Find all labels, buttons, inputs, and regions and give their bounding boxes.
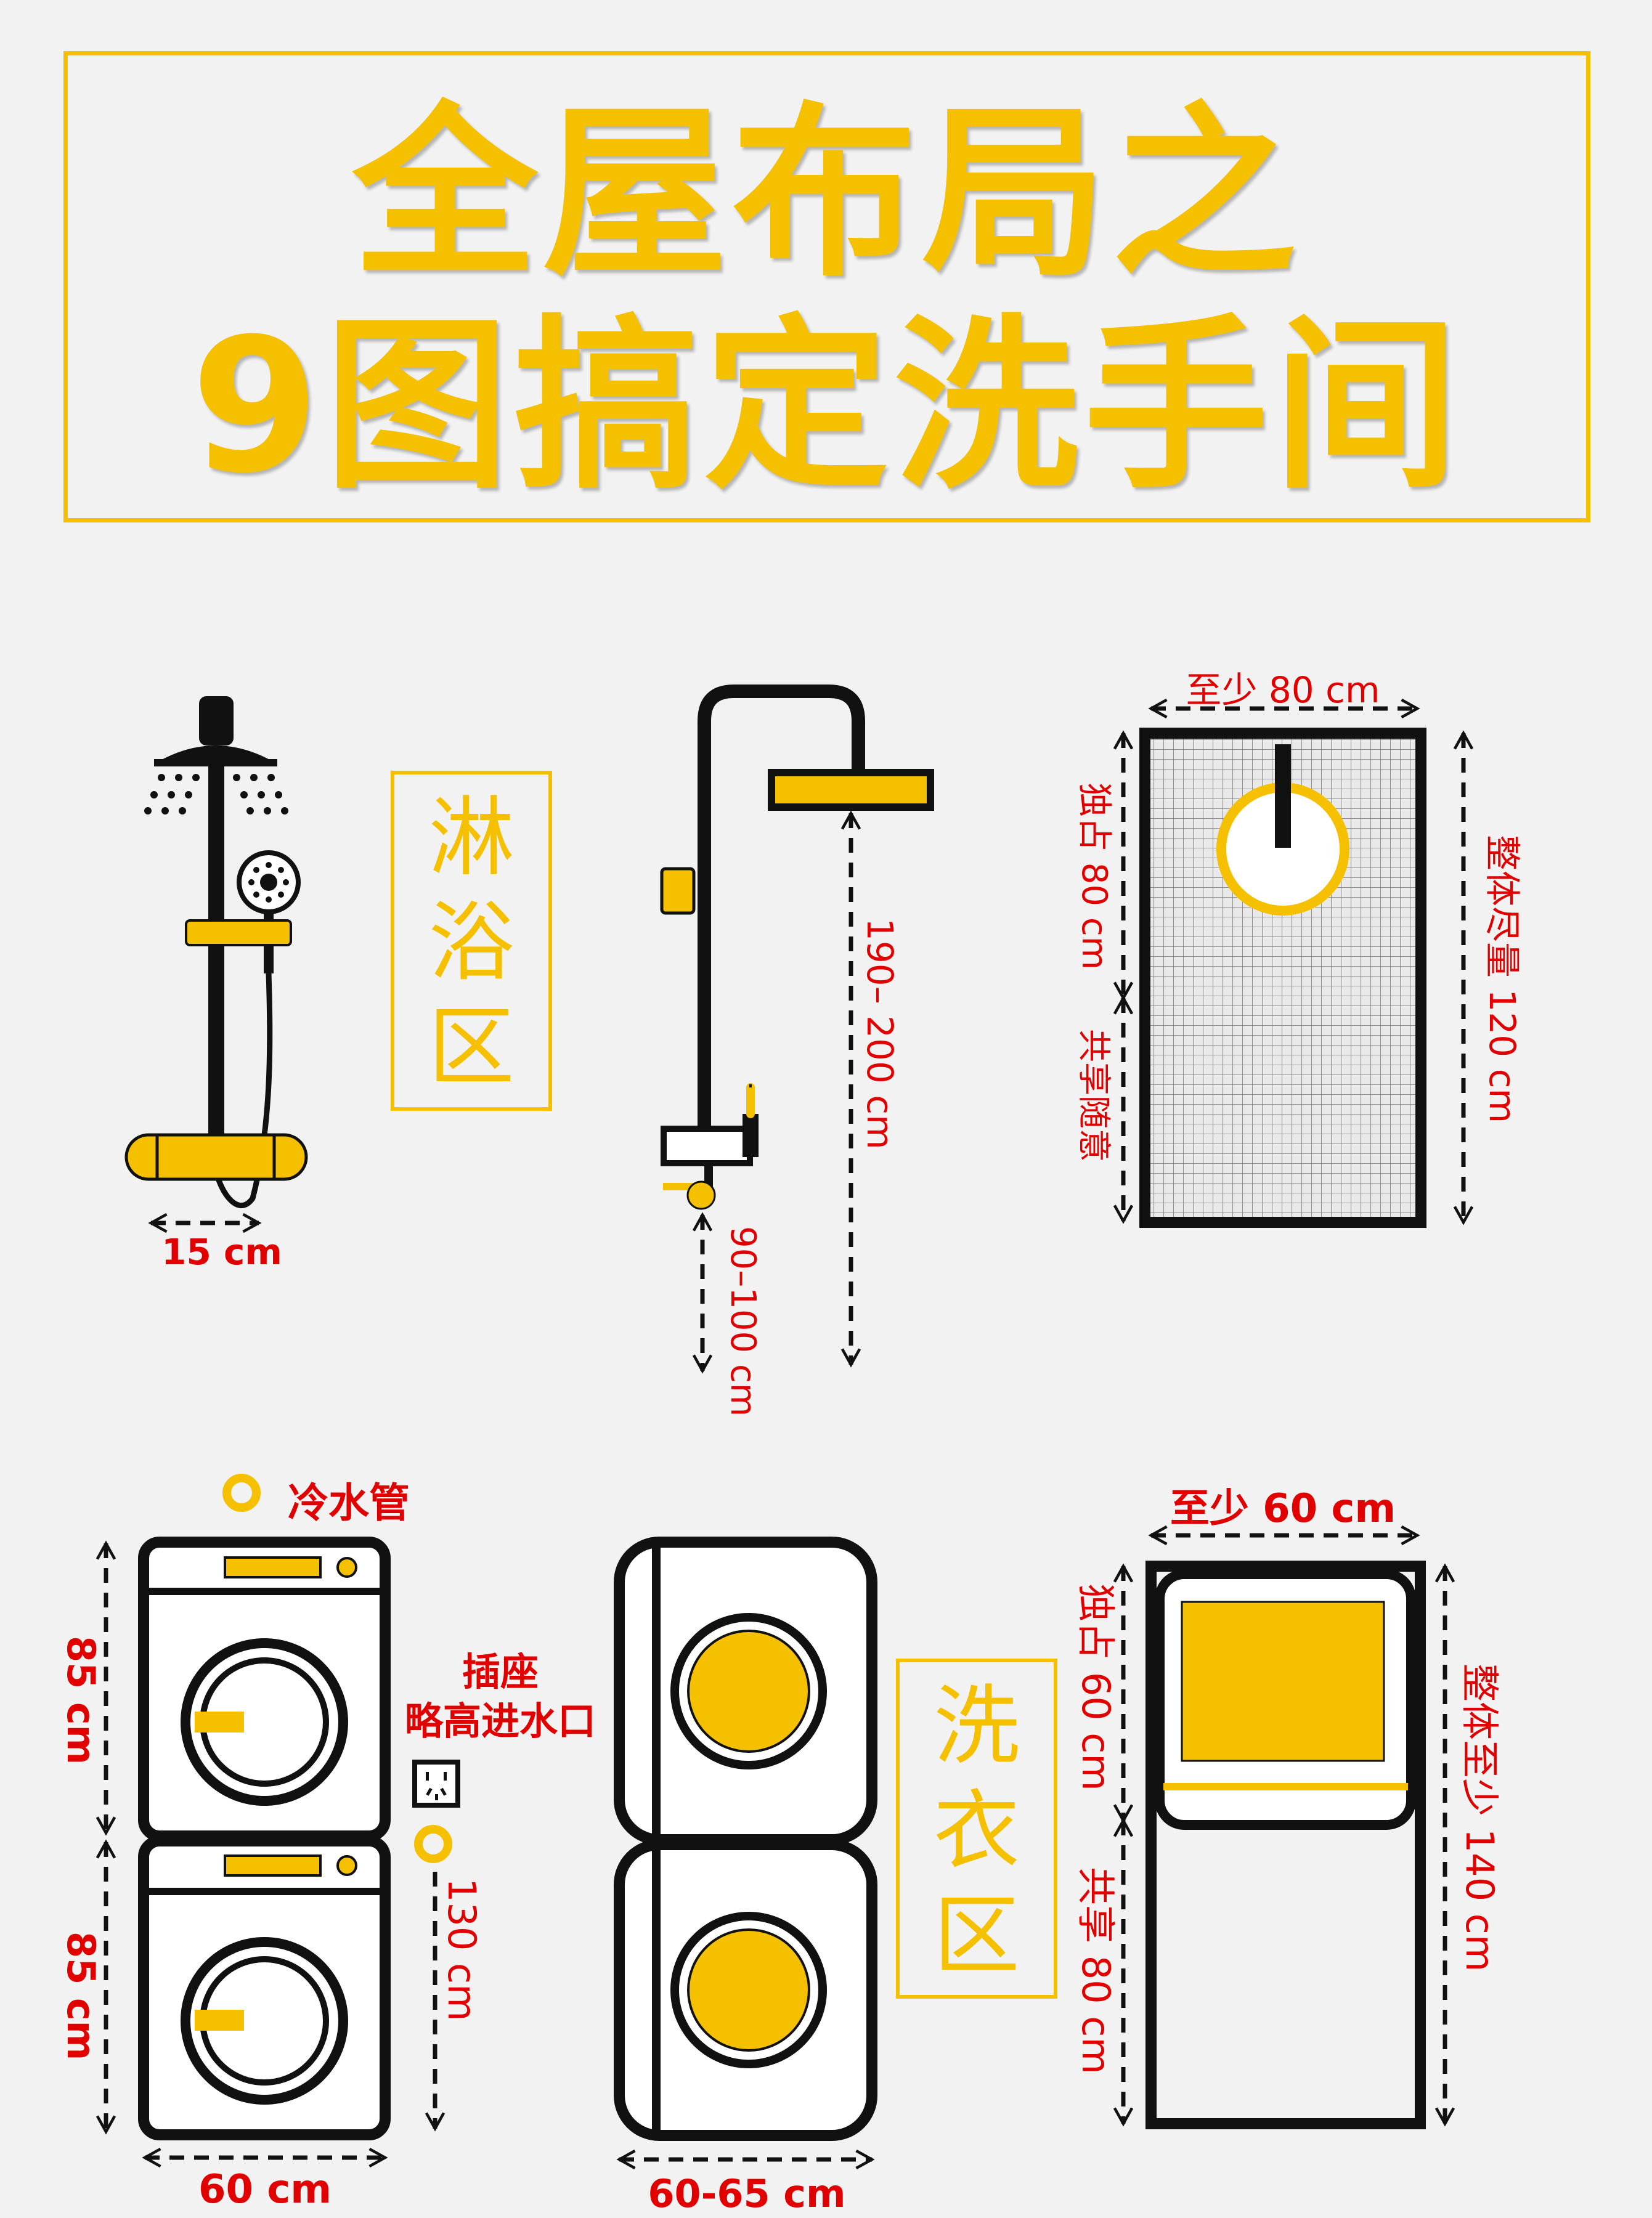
laundry-total-dimension: 整体至少 140 cm — [1434, 1563, 1502, 2127]
title-line-1: 全屋布局之 — [352, 86, 1301, 301]
shower-zone-char-1: 淋 — [428, 788, 515, 888]
shower-head-height-dimension: 190– 200 cm — [840, 810, 901, 1368]
stack-width-dimension: 60 cm — [142, 2147, 388, 2212]
shower-total-dimension: 整体尽量 120 cm — [1453, 730, 1523, 1225]
socket-annotation: 插座 略高进水口 — [405, 1649, 596, 1744]
upper-unit-height-label: 85 cm — [59, 1636, 104, 1765]
stack-width-label: 60 cm — [198, 2167, 332, 2212]
laundry-shared-dimension: 共享 80 cm — [1073, 1818, 1134, 2127]
mixer-height-label: 90–100 cm — [723, 1226, 763, 1416]
stacked-units-side-view-icon — [614, 1537, 877, 2141]
side-width-label: 60-65 cm — [648, 2171, 845, 2216]
shower-total-label: 整体尽量 120 cm — [1481, 835, 1523, 1123]
mixer-width-dimension: 15 cm — [148, 1213, 282, 1273]
shower-zone-label: 淋 浴 区 — [391, 771, 552, 1111]
lower-unit-height-label: 85 cm — [59, 1932, 104, 2060]
shower-zone-char-2: 浴 — [428, 893, 515, 993]
side-width-dimension: 60-65 cm — [616, 2149, 875, 2216]
laundry-exclusive-dimension: 独占 60 cm — [1073, 1563, 1134, 1824]
title-frame: 全屋布局之 9图搞定洗手间 — [63, 51, 1590, 522]
title-line-2: 9图搞定洗手间 — [190, 299, 1463, 514]
shower-exclusive-dimension: 独占 80 cm — [1074, 730, 1134, 1001]
cold-water-pipe-icon: 冷水管 — [222, 1474, 410, 1527]
socket-label-1: 插座 — [462, 1649, 539, 1694]
stacked-washer-dryer-icon — [138, 1537, 391, 2140]
cold-water-label: 冷水管 — [288, 1479, 410, 1527]
laundry-zone-label: 洗 衣 区 — [896, 1659, 1057, 1999]
shower-column-icon — [124, 696, 308, 1208]
socket-icon — [412, 1760, 460, 1808]
inlet-height-dimension: 130 cm — [425, 1872, 484, 2132]
laundry-width-label: 至少 60 cm — [1170, 1486, 1396, 1532]
mixer-height-dimension: 90–100 cm — [692, 1212, 763, 1416]
socket-label-2: 略高进水口 — [405, 1699, 596, 1744]
laundry-shared-label: 共享 80 cm — [1073, 1867, 1118, 2074]
mixer-width-label: 15 cm — [161, 1231, 282, 1273]
laundry-zone-char-2: 衣 — [934, 1781, 1020, 1882]
shower-shared-dimension: 共享随意 — [1075, 995, 1134, 1224]
shower-zone-char-3: 区 — [428, 997, 515, 1098]
laundry-width-dimension: 至少 60 cm — [1148, 1486, 1420, 1546]
laundry-zone-char-1: 洗 — [934, 1676, 1020, 1777]
shower-width-label: 至少 80 cm — [1186, 669, 1380, 711]
laundry-zone-char-3: 区 — [934, 1886, 1020, 1986]
lower-unit-height-dimension: 85 cm — [59, 1839, 116, 2135]
shower-exclusive-label: 独占 80 cm — [1074, 782, 1114, 970]
inlet-height-label: 130 cm — [439, 1878, 484, 2021]
shower-head-height-label: 190– 200 cm — [859, 918, 901, 1150]
laundry-plan-view — [1145, 1561, 1426, 2129]
laundry-total-label: 整体至少 140 cm — [1457, 1664, 1502, 1972]
upper-unit-height-dimension: 85 cm — [59, 1540, 116, 1836]
shower-shared-label: 共享随意 — [1075, 1029, 1113, 1162]
shower-side-view-icon — [660, 684, 934, 1210]
water-inlet-icon — [414, 1825, 452, 1863]
shower-plan-view — [1139, 728, 1426, 1228]
laundry-exclusive-label: 独占 60 cm — [1073, 1583, 1118, 1791]
shower-width-dimension: 至少 80 cm — [1148, 669, 1420, 719]
